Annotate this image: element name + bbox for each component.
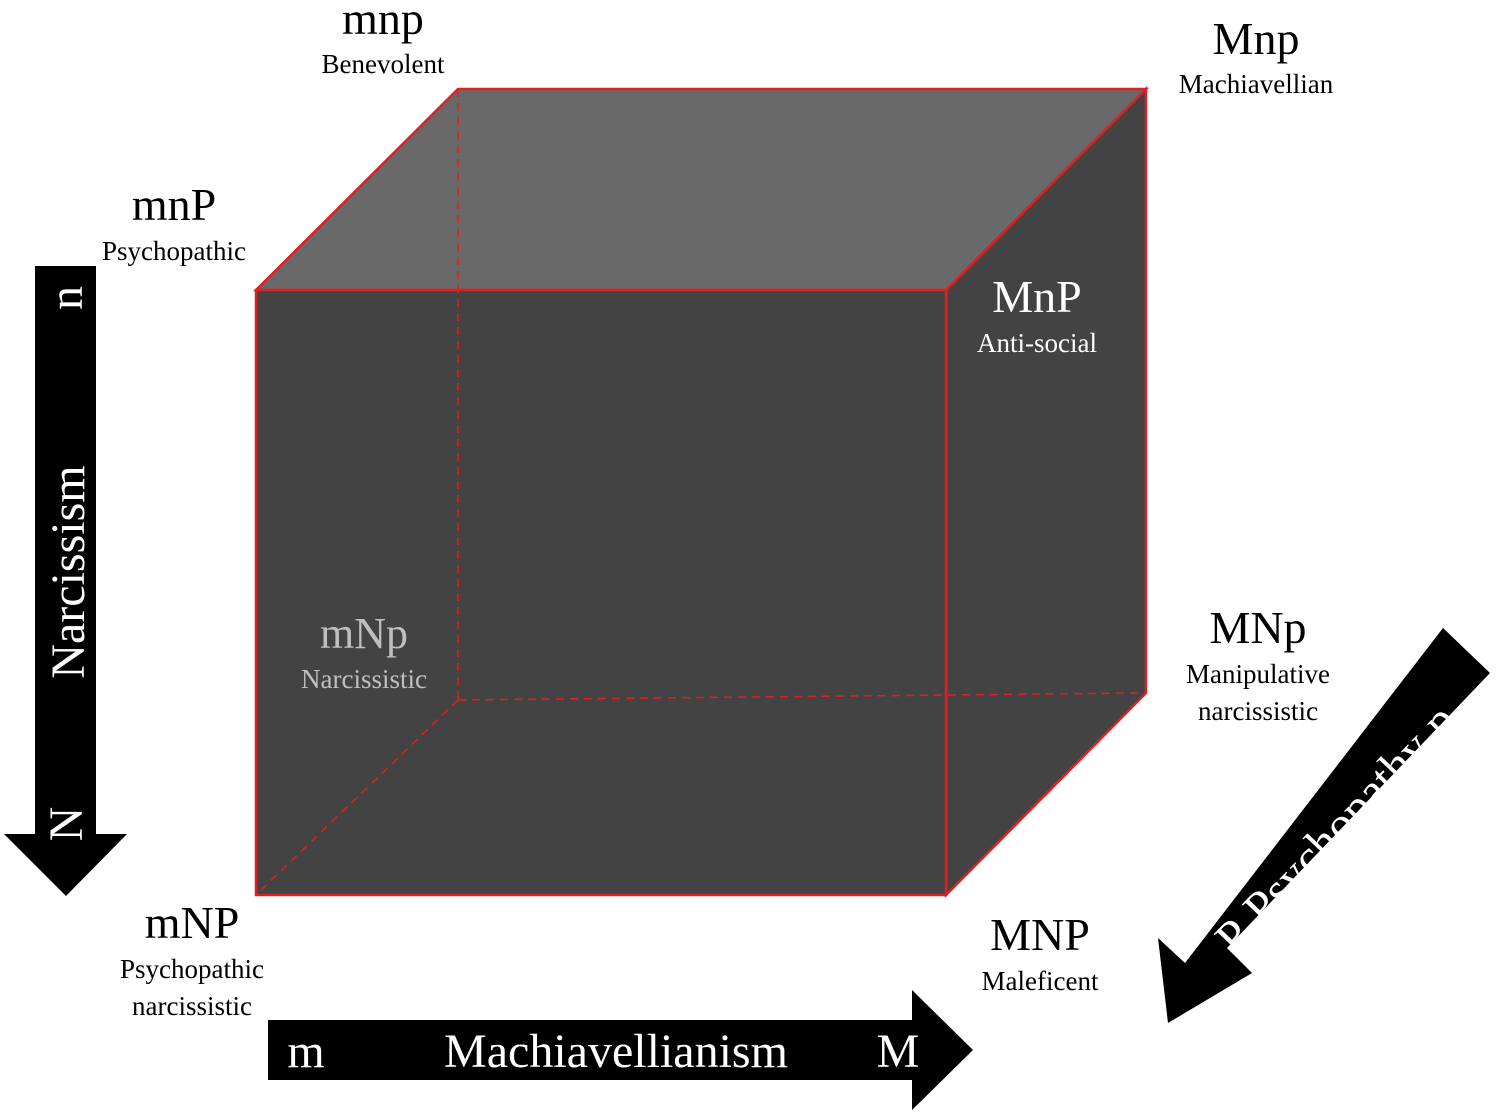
svg-text:Maleficent: Maleficent xyxy=(982,966,1099,996)
machiavellianism-axis-label: Machiavellianism xyxy=(444,1025,788,1078)
svg-text:narcissistic: narcissistic xyxy=(132,991,252,1021)
svg-text:MnP: MnP xyxy=(992,271,1081,322)
svg-text:Anti-social: Anti-social xyxy=(977,328,1097,358)
svg-text:mnp: mnp xyxy=(342,0,424,44)
cube-hidden-edges xyxy=(255,89,1147,896)
svg-text:Benevolent: Benevolent xyxy=(322,49,445,79)
cube-front-face xyxy=(254,288,948,897)
corner-MNP: MNP Maleficent xyxy=(982,909,1099,996)
narcissism-axis-arrow: n Narcissism N xyxy=(4,266,127,896)
machiavellianism-low-label: m xyxy=(287,1025,324,1078)
corner-mnp: mnp Benevolent xyxy=(322,0,445,79)
svg-text:Machiavellian: Machiavellian xyxy=(1179,69,1334,99)
svg-text:Psychopathic: Psychopathic xyxy=(102,236,246,266)
narcissism-axis-label: Narcissism xyxy=(42,465,95,678)
corner-mNP: mNP Psychopathic narcissistic xyxy=(120,897,264,1021)
corner-MNp: MNp Manipulative narcissistic xyxy=(1186,602,1330,726)
corner-MnP: MnP Anti-social xyxy=(977,271,1097,358)
machiavellianism-arrow-shape xyxy=(268,990,973,1110)
narcissism-arrow-shape xyxy=(4,266,127,896)
svg-text:MNp: MNp xyxy=(1209,602,1306,653)
svg-text:MNP: MNP xyxy=(990,909,1090,960)
corner-Mnp: Mnp Machiavellian xyxy=(1179,13,1334,99)
svg-text:Narcissistic: Narcissistic xyxy=(301,664,427,694)
psychopathy-axis-label: Psychopathy xyxy=(1233,721,1441,935)
svg-text:Mnp: Mnp xyxy=(1213,13,1300,64)
machiavellianism-axis-arrow: m Machiavellianism M xyxy=(268,990,973,1110)
svg-text:narcissistic: narcissistic xyxy=(1198,696,1318,726)
svg-text:mNP: mNP xyxy=(145,897,240,948)
svg-text:mNp: mNp xyxy=(320,609,408,658)
corner-mNp: mNp Narcissistic xyxy=(301,609,427,694)
narcissism-high-label: N xyxy=(40,807,93,842)
svg-text:Manipulative: Manipulative xyxy=(1186,659,1330,689)
psychopathy-arrow-shape xyxy=(1158,628,1490,1023)
narcissism-low-label: n xyxy=(40,286,93,310)
corner-mnP: mnP Psychopathic xyxy=(102,179,246,266)
svg-text:mnP: mnP xyxy=(132,179,216,230)
svg-text:Psychopathic: Psychopathic xyxy=(120,954,264,984)
machiavellianism-high-label: M xyxy=(877,1025,920,1078)
